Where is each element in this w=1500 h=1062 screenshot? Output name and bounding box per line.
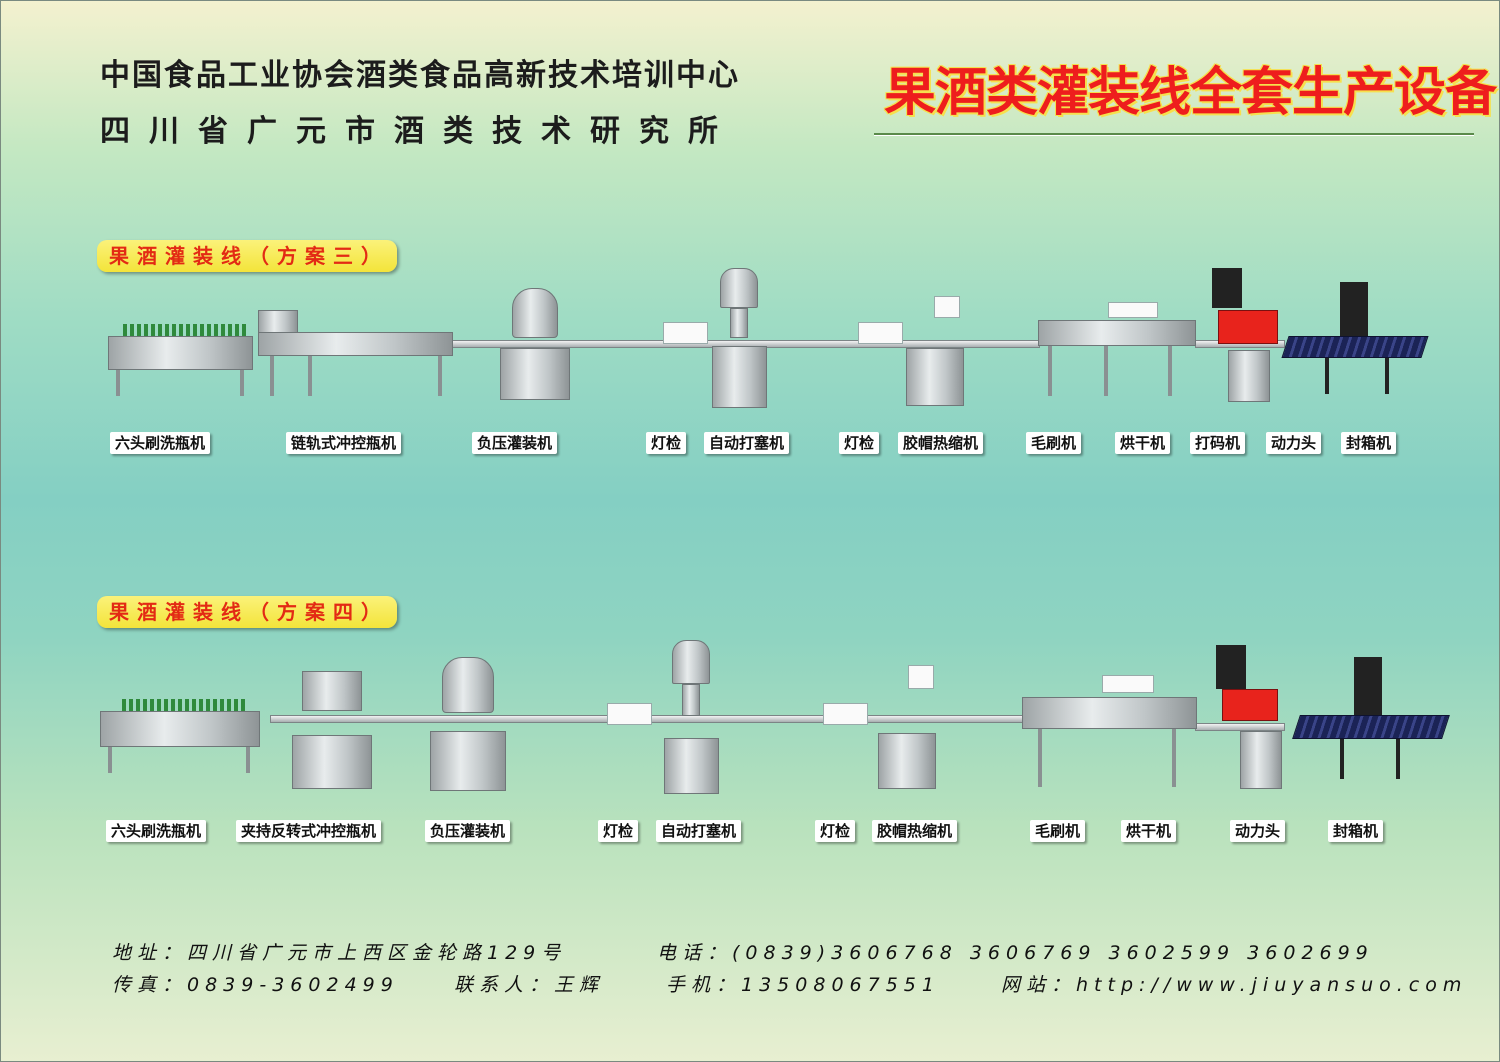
phone-text: 电话：(0839)3606768 3606769 3602599 3602699: [657, 942, 1374, 964]
machine-label: 胶帽热缩机: [898, 432, 984, 454]
machine-label: 打码机: [1190, 432, 1246, 454]
coder-head: [1216, 645, 1246, 689]
bottles: [122, 699, 247, 711]
main-title: 果酒类灌装线全套生产设备: [884, 63, 1497, 123]
filler-bowl: [512, 288, 558, 338]
bottle-washer-machine: [100, 695, 260, 775]
machine-label: 灯检: [598, 820, 639, 842]
machine-label: 六头刷洗瓶机: [106, 820, 207, 842]
shrink-base: [878, 733, 936, 789]
dryer-tunnel: [1022, 697, 1197, 729]
case-sealer-machine: [1281, 282, 1429, 397]
fax-text: 传真：0839-3602499: [112, 974, 399, 996]
contact-person-text: 联系人：王辉: [454, 974, 605, 996]
cork-hopper: [672, 640, 710, 684]
shrink-base: [906, 348, 964, 406]
machine-label: 胶帽热缩机: [872, 820, 958, 842]
machine-label: 灯检: [839, 432, 880, 454]
control-panel: [934, 296, 960, 318]
scheme4-label: 果酒灌装线（方案四）: [97, 596, 397, 628]
filler-base: [430, 731, 506, 791]
rinser-base: [292, 735, 372, 789]
clamp-flip-rinser-machine: [292, 671, 372, 791]
light-inspection-box: [607, 703, 652, 725]
scheme3-production-line-illustration: [0, 260, 1500, 430]
roller-table: [1281, 336, 1429, 358]
machine-label: 封箱机: [1328, 820, 1384, 842]
machine-label: 负压灌装机: [472, 432, 558, 454]
cork-column: [682, 684, 700, 716]
machine-label: 灯检: [815, 820, 856, 842]
machine-label: 烘干机: [1121, 820, 1177, 842]
cork-column: [730, 308, 748, 338]
machine-label: 灯检: [646, 432, 687, 454]
contact-row-1: 地址：四川省广元市上西区金轮路129号 电话：(0839)3606768 3606…: [112, 938, 1374, 965]
contact-row-2: 传真：0839-3602499 联系人：王辉 手机：13508067551 网站：ht…: [112, 970, 1467, 997]
machine-label: 毛刷机: [1030, 820, 1086, 842]
machine-label: 动力头: [1266, 432, 1322, 454]
scheme3-label: 果酒灌装线（方案三）: [97, 240, 397, 272]
light-inspection-box: [858, 322, 903, 344]
org-name-line1: 中国食品工业协会酒类食品高新技术培训中心: [100, 58, 740, 93]
coder-stand: [1228, 350, 1270, 402]
address-text: 地址：四川省广元市上西区金轮路129号: [112, 942, 567, 964]
filler-base: [500, 348, 570, 400]
sealer-frame: [1340, 282, 1368, 342]
coder-body: [1218, 310, 1278, 344]
machine-label: 封箱机: [1341, 432, 1397, 454]
mobile-text: 手机：13508067551: [666, 974, 940, 996]
heat-shrink-machine: [906, 296, 964, 406]
corking-machine: [664, 640, 719, 794]
light-inspection-box: [823, 703, 868, 725]
washer-tank: [108, 336, 253, 370]
corker-base: [712, 346, 767, 408]
corker-base: [664, 738, 719, 794]
dryer-tunnel: [1038, 320, 1196, 346]
machine-label: 夹持反转式冲控瓶机: [236, 820, 382, 842]
machine-label: 毛刷机: [1026, 432, 1082, 454]
machine-label: 六头刷洗瓶机: [110, 432, 211, 454]
light-inspection-box: [663, 322, 708, 344]
machine-label: 负压灌装机: [425, 820, 511, 842]
machine-label: 链轨式冲控瓶机: [286, 432, 402, 454]
filler-bowl: [442, 657, 494, 713]
cork-hopper: [720, 268, 758, 308]
rinsing-machine: [258, 310, 453, 400]
machine-label: 动力头: [1230, 820, 1286, 842]
case-sealer-machine: [1292, 657, 1450, 782]
coding-machine: [1200, 268, 1280, 403]
dryer-control: [1102, 675, 1154, 693]
heat-shrink-machine: [878, 665, 936, 790]
vacuum-filler-machine: [430, 657, 506, 792]
rinser-chain-track: [258, 332, 453, 356]
brush-dryer-machine: [1038, 302, 1196, 397]
washer-tank: [100, 711, 260, 747]
dryer-control: [1108, 302, 1158, 318]
coder-head: [1212, 268, 1242, 308]
coder-body: [1222, 689, 1278, 721]
scheme4-production-line-illustration: [0, 635, 1500, 815]
bottle-washer-machine: [108, 320, 253, 400]
title-underline: [874, 133, 1474, 136]
sealer-frame: [1354, 657, 1382, 719]
corking-machine: [712, 268, 767, 408]
org-name-line2: 四川省广元市酒类技术研究所: [100, 114, 737, 149]
control-panel: [908, 665, 934, 689]
coder-stand: [1240, 731, 1282, 789]
rinser-head: [302, 671, 362, 711]
website-link[interactable]: 网站：http://www.jiuyansuo.com: [1001, 974, 1468, 996]
power-head-machine: [1200, 645, 1288, 790]
brush-dryer-machine: [1022, 675, 1197, 790]
machine-label: 自动打塞机: [656, 820, 742, 842]
vacuum-filler-machine: [500, 288, 570, 403]
roller-table: [1292, 715, 1450, 739]
machine-label: 自动打塞机: [704, 432, 790, 454]
bottles: [123, 324, 248, 336]
machine-label: 烘干机: [1115, 432, 1171, 454]
